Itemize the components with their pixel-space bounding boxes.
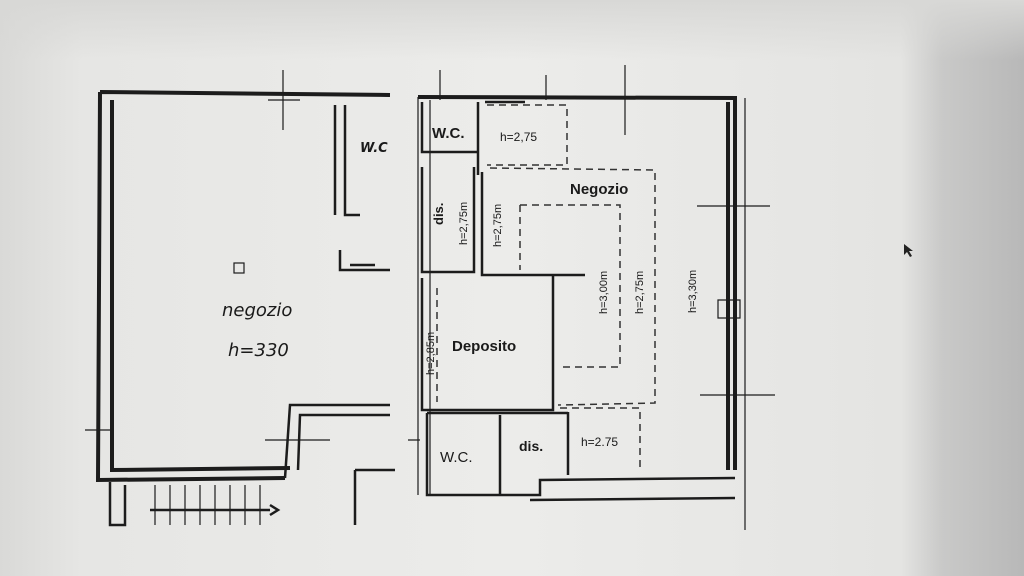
area-bottom-height: h=2.75 bbox=[581, 435, 618, 449]
corridor-height: h=2,75m bbox=[492, 204, 504, 247]
inner-height: h=3,00m bbox=[598, 271, 610, 314]
wc-top-label: W.C. bbox=[432, 125, 465, 142]
left-unit-walls bbox=[85, 70, 395, 527]
negozio-label: Negozio bbox=[570, 181, 628, 198]
column-icon bbox=[233, 262, 245, 274]
deposito-height: h=2,85m bbox=[425, 332, 437, 375]
left-room-label: negozio bbox=[222, 300, 292, 321]
dis-bottom-label: dis. bbox=[519, 438, 543, 454]
dis-height: h=2,75m bbox=[458, 202, 470, 245]
dis-top-label: dis. bbox=[431, 203, 446, 225]
right-unit-walls bbox=[408, 65, 775, 530]
area-top-height: h=2,75 bbox=[500, 130, 537, 144]
mouse-cursor-icon bbox=[904, 244, 913, 257]
left-wc-label: W.C bbox=[360, 141, 388, 156]
left-height-label: h=330 bbox=[228, 340, 289, 361]
mid-height: h=2,75m bbox=[634, 271, 646, 314]
wc-bottom-label: W.C. bbox=[440, 449, 473, 466]
outer-height: h=3,30m bbox=[687, 270, 699, 313]
deposito-label: Deposito bbox=[452, 338, 516, 355]
screen-glare bbox=[0, 0, 1024, 60]
